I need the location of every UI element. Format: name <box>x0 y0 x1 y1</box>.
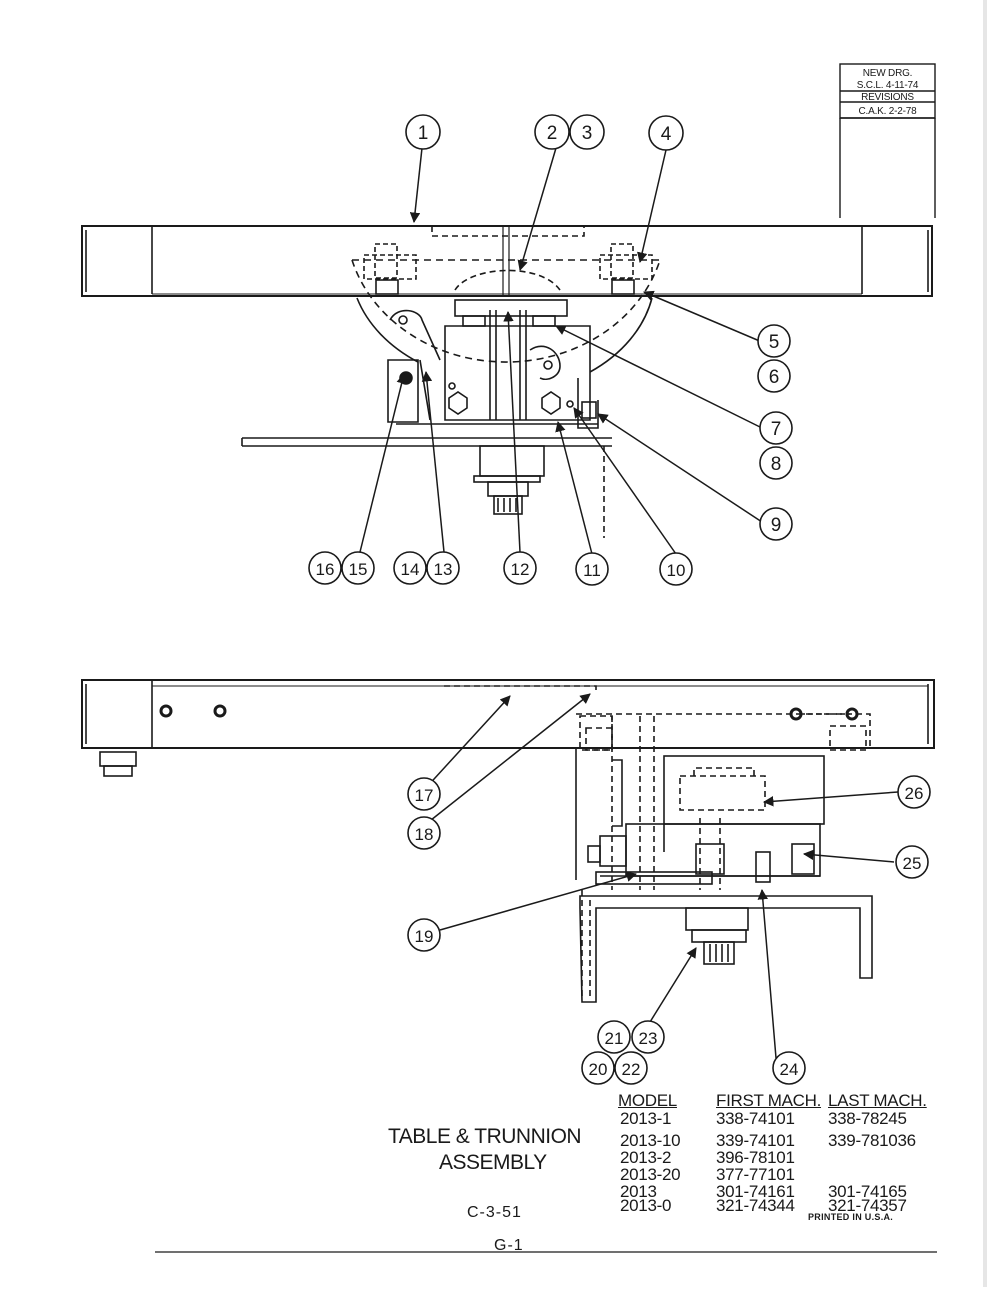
svg-text:7: 7 <box>771 419 782 440</box>
table-cell-last: 321-74357 <box>828 1196 907 1215</box>
revisions-box: NEW DRG. S.C.L. 4-11-74 REVISIONS C.A.K.… <box>839 63 936 218</box>
trunnion-arc <box>351 259 661 373</box>
callout-10: 10 <box>659 552 693 586</box>
leader-lines <box>359 147 899 1059</box>
table-cell-last: 339-781036 <box>828 1131 916 1150</box>
svg-text:11: 11 <box>583 561 601 580</box>
table-cell-model: 2013 <box>620 1182 657 1201</box>
table-cell-first: 338-74101 <box>716 1109 795 1128</box>
svg-text:12: 12 <box>511 560 530 579</box>
page-number: G-1 <box>494 1237 524 1254</box>
svg-text:21: 21 <box>605 1029 624 1048</box>
callout-4: 4 <box>648 115 684 151</box>
svg-text:23: 23 <box>639 1029 658 1048</box>
column-header-last-mach: LAST MACH. <box>828 1091 927 1110</box>
svg-text:3: 3 <box>582 123 593 144</box>
callout-2: 2 <box>534 114 570 150</box>
svg-text:1: 1 <box>418 123 429 144</box>
top-bolts <box>363 243 653 280</box>
svg-text:18: 18 <box>415 825 434 844</box>
svg-text:16: 16 <box>316 560 335 579</box>
svg-text:14: 14 <box>401 560 420 579</box>
svg-text:13: 13 <box>434 560 453 579</box>
svg-text:6: 6 <box>769 367 780 388</box>
revisions-header: REVISIONS <box>861 92 914 103</box>
trunnion-side-solid <box>575 747 873 1003</box>
table-cell-first: 339-74101 <box>716 1131 795 1150</box>
revision-cak-date: C.A.K. 2-2-78 <box>859 106 918 117</box>
svg-text:15: 15 <box>349 560 368 579</box>
svg-text:17: 17 <box>415 786 434 805</box>
svg-text:24: 24 <box>780 1060 799 1079</box>
table-top-front <box>81 225 933 297</box>
column-header-first-mach: FIRST MACH. <box>716 1091 822 1110</box>
base-rail <box>241 437 612 538</box>
table-cell-first: 321-74344 <box>716 1196 795 1215</box>
trunnion-side <box>576 713 871 1000</box>
svg-text:19: 19 <box>415 927 434 946</box>
svg-text:25: 25 <box>903 854 922 873</box>
table-cell-model: 2013-2 <box>620 1148 672 1167</box>
callout-1: 1 <box>405 114 441 150</box>
side-view <box>81 679 935 1003</box>
svg-text:5: 5 <box>769 332 780 353</box>
leveling-foot <box>99 751 137 777</box>
callout-14: 14 <box>393 551 427 585</box>
svg-text:8: 8 <box>771 454 782 475</box>
table-cell-last: 301-74165 <box>828 1182 907 1201</box>
table-cell-model: 2013-1 <box>620 1109 672 1128</box>
svg-text:4: 4 <box>661 124 672 145</box>
svg-text:26: 26 <box>905 784 924 803</box>
callout-17: 17 <box>407 777 441 811</box>
table-cell-last: 338-78245 <box>828 1109 907 1128</box>
callout-23: 23 <box>631 1020 665 1054</box>
callout-19: 19 <box>407 918 441 952</box>
callout-22: 22 <box>614 1051 648 1085</box>
callout-13: 13 <box>426 551 460 585</box>
svg-text:10: 10 <box>667 561 686 580</box>
top-stud <box>473 445 545 515</box>
drawing-number: C-3-51 <box>467 1204 522 1221</box>
callout-8: 8 <box>759 446 793 480</box>
svg-text:9: 9 <box>771 515 782 536</box>
drawing-title-line1: TABLE & TRUNNION <box>388 1125 582 1148</box>
table-cell-first: 301-74161 <box>716 1182 795 1201</box>
table-cell-model: 2013-0 <box>620 1196 672 1215</box>
table-cell-first: 396-78101 <box>716 1148 795 1167</box>
callout-24: 24 <box>772 1051 806 1085</box>
callout-6: 6 <box>757 359 791 393</box>
top-view <box>81 225 933 538</box>
top-bolt-heads <box>375 279 635 295</box>
callout-11: 11 <box>575 552 609 586</box>
table-cell-model: 2013-10 <box>620 1131 681 1150</box>
callout-3: 3 <box>569 114 605 150</box>
callout-16: 16 <box>308 551 342 585</box>
callout-21: 21 <box>597 1020 631 1054</box>
table-cell-first: 377-77101 <box>716 1165 795 1184</box>
callout-15: 15 <box>341 551 375 585</box>
table-cell-model: 2013-20 <box>620 1165 681 1184</box>
svg-text:22: 22 <box>622 1060 641 1079</box>
revision-scl-date: S.C.L. 4-11-74 <box>857 80 919 91</box>
callout-18: 18 <box>407 816 441 850</box>
callout-25: 25 <box>895 845 929 879</box>
column-header-model: MODEL <box>618 1091 677 1110</box>
callout-26: 26 <box>897 775 931 809</box>
svg-text:2: 2 <box>547 123 558 144</box>
svg-text:20: 20 <box>589 1060 608 1079</box>
callout-balloons: 1 2 3 4 5 6 7 8 9 10 11 12 13 14 15 16 1… <box>308 114 931 1085</box>
callout-12: 12 <box>503 551 537 585</box>
callout-5: 5 <box>757 324 791 358</box>
callout-9: 9 <box>759 507 793 541</box>
revision-new-drg: NEW DRG. <box>863 68 913 79</box>
callout-20: 20 <box>581 1051 615 1085</box>
printed-in-usa: PRINTED IN U.S.A. <box>808 1212 894 1222</box>
callout-7: 7 <box>759 411 793 445</box>
drawing-title-line2: ASSEMBLY <box>439 1151 547 1174</box>
side-plates <box>387 359 599 429</box>
